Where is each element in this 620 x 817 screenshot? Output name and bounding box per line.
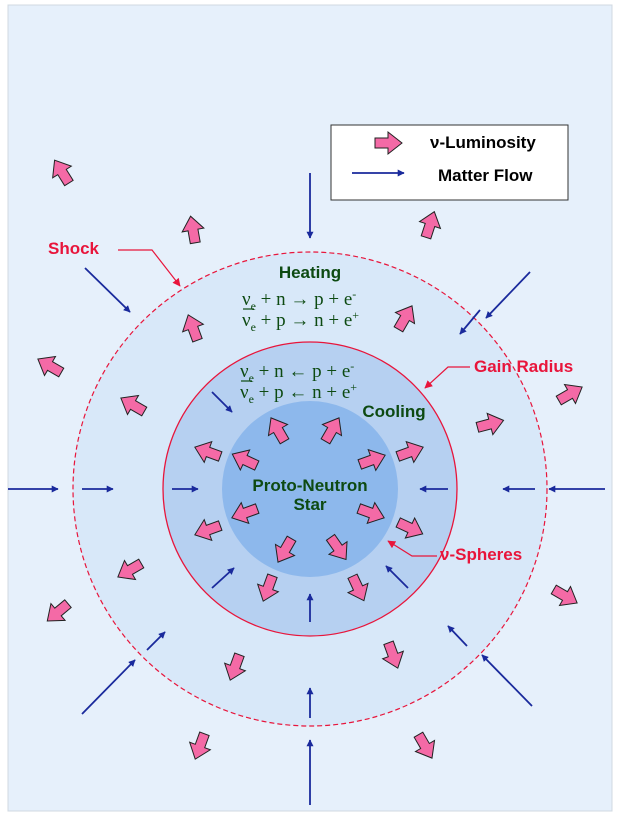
matter-flow-arrow (81, 659, 136, 715)
shock-label: Shock (48, 239, 100, 258)
cooling-reaction-1: νe + n ← p + e- (240, 359, 354, 385)
legend: ν-Luminosity Matter Flow (330, 124, 569, 201)
heating-reactions: νe + n → p + e- νe + p → n + e+ (242, 287, 359, 334)
gain-radius-label: Gain Radius (474, 357, 573, 376)
heating-label: Heating (279, 263, 341, 282)
proto-neutron-star-core (222, 401, 398, 577)
gain-radius-pointer (424, 366, 470, 389)
cooling-reactions: νe + n ← p + e- νe + p ← n + e+ (240, 359, 357, 406)
nu-spheres-label: ν-Spheres (440, 545, 522, 564)
heating-reaction-1: νe + n → p + e- (242, 287, 356, 313)
matter-flow-arrow (211, 391, 233, 413)
proto-neutron-star-label-line2: Star (293, 495, 326, 514)
matter-flow-arrows (8, 173, 605, 805)
matter-flow-arrow (481, 654, 533, 707)
matter-flow-arrow (447, 625, 468, 647)
legend-matter-flow-label: Matter Flow (438, 166, 533, 185)
shock-pointer (118, 249, 181, 287)
matter-flow-arrow (485, 271, 531, 319)
matter-flow-arrow (84, 267, 131, 313)
legend-box (330, 124, 569, 201)
cooling-label: Cooling (362, 402, 425, 421)
heating-reaction-2: νe + p → n + e+ (242, 308, 359, 334)
matter-flow-arrow (211, 567, 235, 589)
proto-neutron-star-label-line1: Proto-Neutron (252, 476, 367, 495)
legend-luminosity-label: ν-Luminosity (430, 133, 536, 152)
matter-flow-arrow (459, 309, 481, 335)
matter-flow-arrow (146, 631, 166, 651)
matter-flow-arrow (385, 565, 409, 589)
nu-spheres-pointer (387, 540, 437, 557)
cooling-reaction-2: νe + p ← n + e+ (240, 380, 357, 406)
